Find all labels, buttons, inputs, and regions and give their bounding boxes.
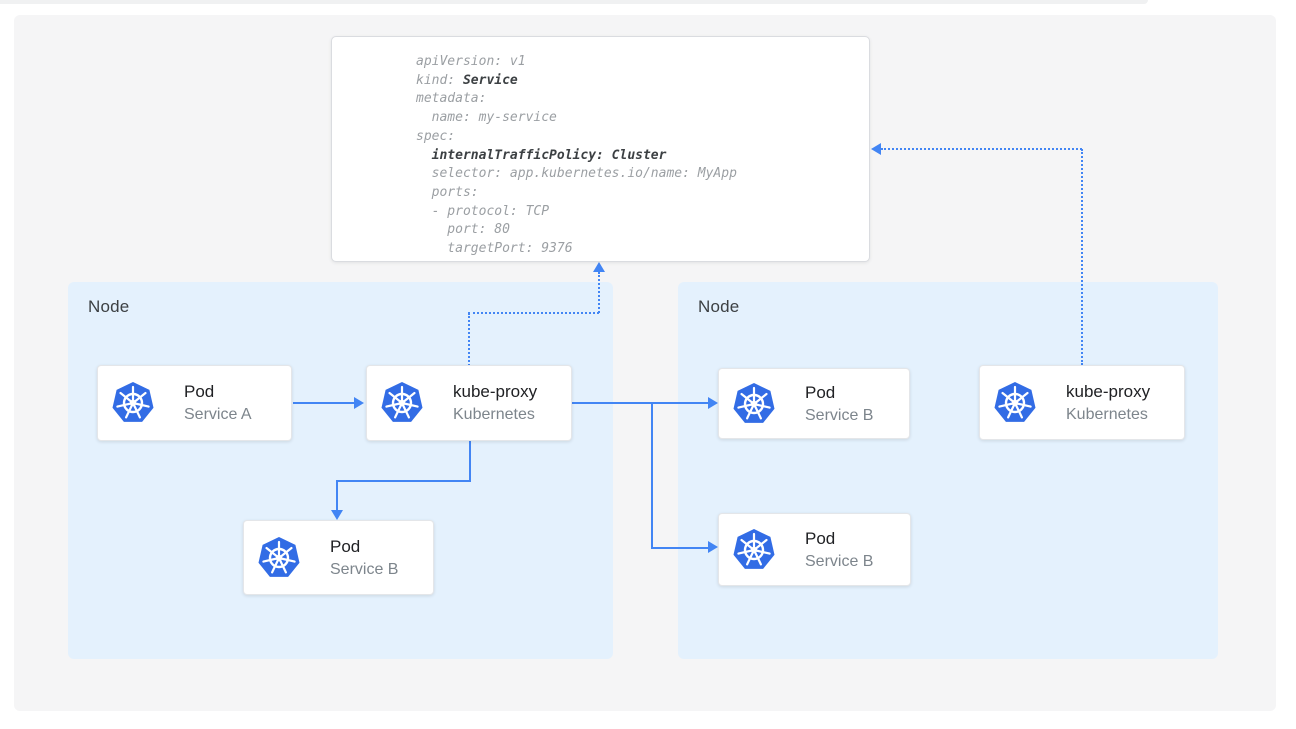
yaml-line: selector: app.kubernetes.io/name: MyApp xyxy=(416,166,737,182)
arrow-kubeproxy-down xyxy=(469,441,471,482)
dotted-arrow-kubeproxy1-to-yaml xyxy=(598,272,600,313)
arrow-branch-to-podb3 xyxy=(651,547,708,549)
card-pod-service-b-bottom-right: Pod Service B xyxy=(718,513,911,586)
card-title: kube-proxy xyxy=(1066,381,1151,401)
arrowhead-down-icon xyxy=(331,510,343,520)
kubernetes-icon xyxy=(732,527,776,570)
service-yaml-card: apiVersion: v1 kind: Service metadata: n… xyxy=(331,36,870,262)
kubernetes-icon xyxy=(111,381,155,424)
arrow-elbow-vertical xyxy=(336,480,338,510)
kubernetes-icon xyxy=(380,381,424,424)
arrowhead-left-icon xyxy=(871,143,881,155)
arrow-elbow-horizontal xyxy=(336,480,471,482)
card-subtitle: Service B xyxy=(330,560,399,578)
card-pod-service-b-top-right: Pod Service B xyxy=(718,368,910,439)
card-title: Pod xyxy=(184,382,215,401)
card-title: Pod xyxy=(805,528,836,548)
card-subtitle: Kubernetes xyxy=(453,406,535,423)
node-box-left: Node xyxy=(68,282,613,659)
arrow-poda-to-kubeproxy xyxy=(293,402,354,404)
card-kube-proxy-left: kube-proxy Kubernetes xyxy=(366,365,572,441)
yaml-line: kind: Service xyxy=(416,72,518,88)
yaml-line: - protocol: TCP xyxy=(416,203,550,219)
card-pod-service-a: Pod Service A xyxy=(97,365,292,441)
dotted-arrow-kubeproxy1-across xyxy=(468,312,599,314)
arrowhead-right-icon xyxy=(708,397,718,409)
kubernetes-icon xyxy=(732,381,776,424)
arrow-branch-vertical xyxy=(651,402,653,548)
card-pod-service-b-bottom-left: Pod Service B xyxy=(243,520,434,595)
card-title: Pod xyxy=(805,382,836,402)
arrowhead-up-icon xyxy=(593,262,605,272)
card-subtitle: Service B xyxy=(805,406,874,424)
kubernetes-icon xyxy=(993,380,1037,423)
yaml-line: name: my-service xyxy=(416,110,557,126)
dotted-arrow-kubeproxy2-across xyxy=(881,148,1082,150)
window-edge-strip xyxy=(0,0,1148,4)
arrowhead-right-icon xyxy=(354,397,364,409)
yaml-line: apiVersion: v1 xyxy=(416,54,526,69)
card-title: Pod xyxy=(330,536,361,556)
kubernetes-icon xyxy=(257,535,301,578)
arrow-kubeproxy-to-podb1 xyxy=(572,402,708,404)
card-subtitle: Service A xyxy=(184,406,252,423)
node-label: Node xyxy=(698,297,740,316)
yaml-line: ports: xyxy=(416,184,479,200)
yaml-line: targetPort: 9376 xyxy=(416,241,573,257)
card-subtitle: Kubernetes xyxy=(1066,405,1148,423)
yaml-line: internalTrafficPolicy: Cluster xyxy=(431,147,667,163)
card-subtitle: Service B xyxy=(805,552,874,570)
card-kube-proxy-right: kube-proxy Kubernetes xyxy=(979,365,1185,440)
yaml-line: spec: xyxy=(416,128,456,144)
dotted-arrow-kubeproxy2-up xyxy=(1081,149,1083,365)
arrowhead-right-icon xyxy=(708,541,718,553)
dotted-arrow-kubeproxy1-up xyxy=(468,313,470,366)
node-label: Node xyxy=(88,297,130,316)
yaml-line: port: 80 xyxy=(416,222,510,238)
card-title: kube-proxy xyxy=(453,382,538,401)
node-box-right: Node xyxy=(678,282,1218,659)
yaml-line: metadata: xyxy=(416,91,487,107)
